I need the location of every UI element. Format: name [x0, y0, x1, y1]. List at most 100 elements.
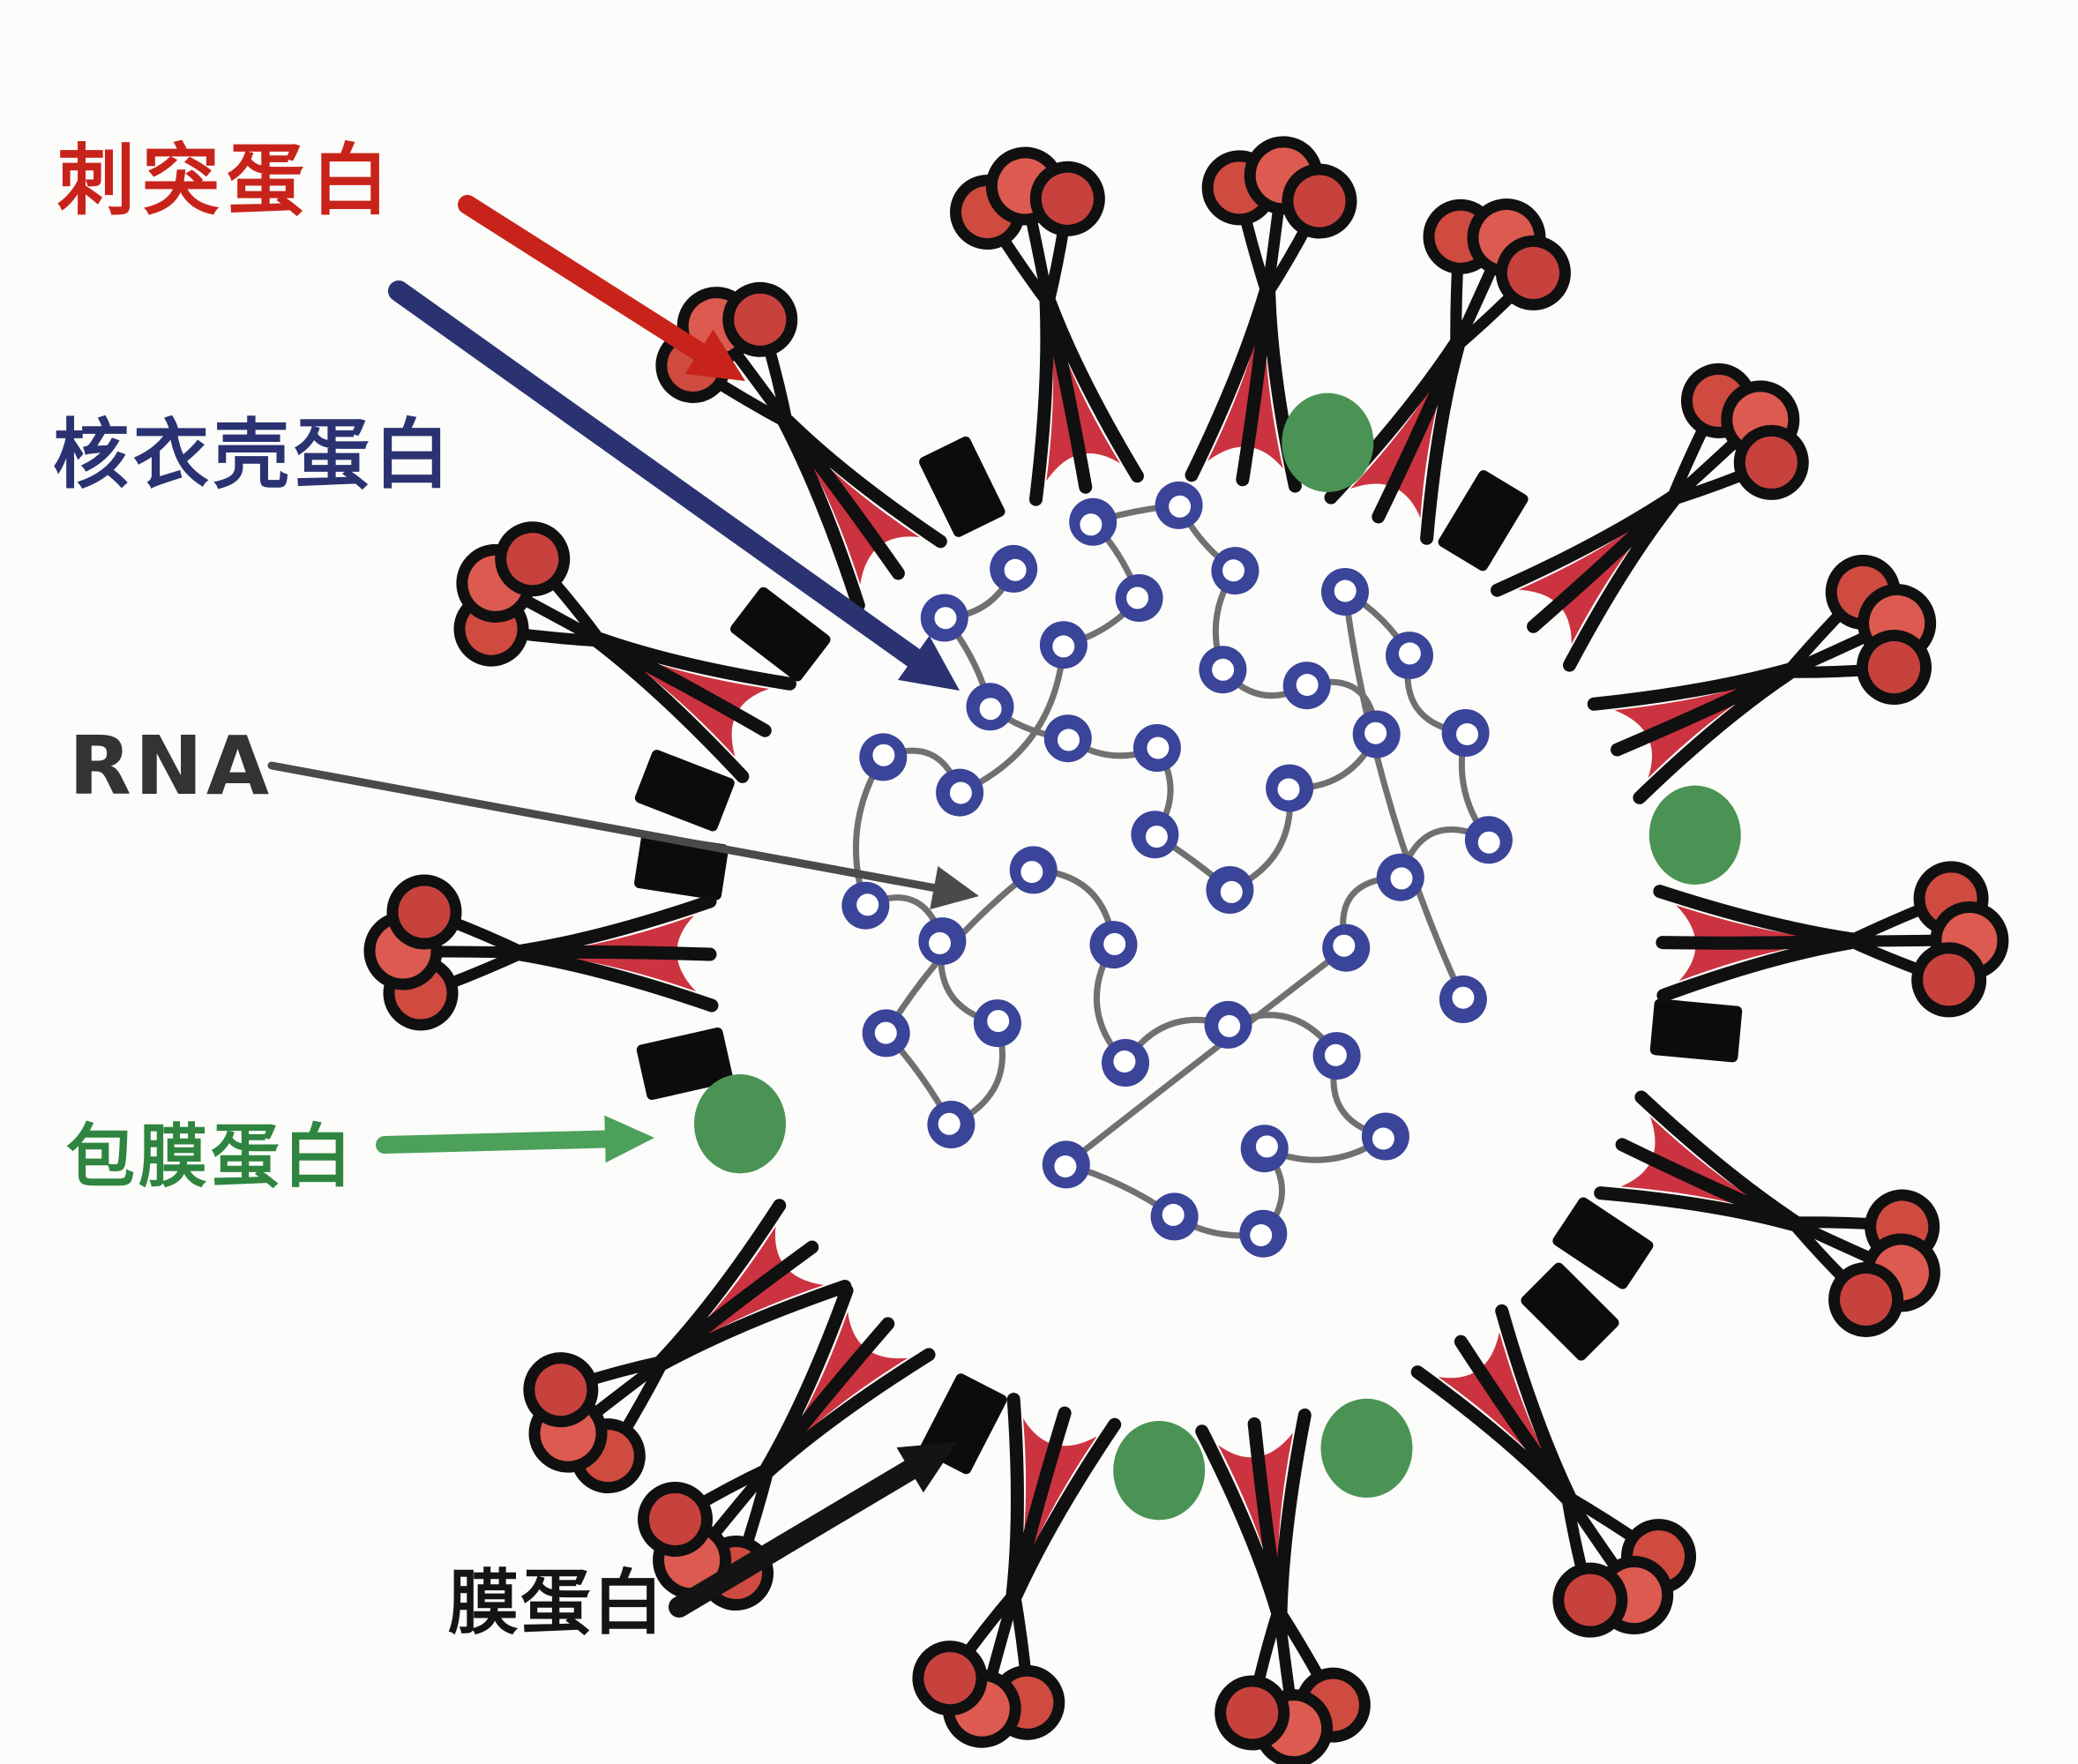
nucleocapsid-bead-core [1147, 736, 1170, 759]
membrane-protein-arrow [669, 1442, 957, 1618]
rna-arrow [267, 761, 979, 910]
membrane-protein-label: 膜蛋白 [448, 1562, 665, 1644]
spike-head-ball [638, 1482, 714, 1558]
envelope-protein-dot [694, 1074, 786, 1174]
spike-head-ball [1911, 942, 1987, 1018]
annotation-labels: 刺突蛋白 核衣壳蛋白 RNA 包膜蛋白 膜蛋白 [53, 135, 665, 1644]
nucleocapsid-bead-core [1080, 513, 1103, 536]
spike-leg [1420, 340, 1465, 545]
envelope-protein-arrow-shaft [376, 1130, 614, 1154]
spike-leg [781, 414, 947, 549]
envelope-protein-dot [1282, 392, 1374, 492]
spike-protein [1410, 1304, 1697, 1638]
membrane-block [1649, 998, 1743, 1063]
nucleocapsid-bead-core [1250, 1224, 1273, 1246]
spike-leg [1195, 1424, 1284, 1618]
nucleocapsid-bead-core [1477, 831, 1500, 854]
nucleocapsid-bead-core [874, 1021, 897, 1044]
envelope-protein-arrow [376, 1115, 654, 1163]
spike-protein [1324, 198, 1571, 545]
spike-leg [760, 1283, 854, 1475]
envelope-protein-dot [1320, 1398, 1413, 1499]
spike-protein [912, 1393, 1122, 1748]
membrane-block [1438, 470, 1529, 572]
nucleocapsid-bead-core [1277, 778, 1300, 801]
envelope-protein-dot [1648, 785, 1741, 885]
nucleocapsid-bead-core [1212, 658, 1235, 681]
spike-head-ball [1495, 235, 1571, 310]
spike-leg [1633, 667, 1796, 804]
nucleocapsid-bead-core [1324, 1043, 1347, 1066]
nucleocapsid-bead-core [1220, 880, 1243, 903]
nucleocapsid-bead-core [1218, 1014, 1241, 1037]
nucleocapsid-bead-core [1398, 642, 1421, 665]
nucleocapsid-bead-core [1390, 867, 1413, 890]
spike-head-ball [1733, 424, 1809, 500]
spike-protein [1653, 861, 2009, 1018]
spike-protein-arrow-head [684, 329, 745, 381]
nucleocapsid-bead-core [1054, 1155, 1077, 1177]
spike-head-ball [1215, 1675, 1290, 1751]
nucleocapsid-beads [841, 481, 1513, 1258]
spike-protein [523, 1199, 852, 1494]
membrane-block [1552, 1197, 1654, 1289]
spike-protein-arrow [458, 195, 745, 381]
spike-protein [1491, 363, 1809, 672]
membrane-block [919, 436, 1005, 537]
spike-protein-arrow-shaft [458, 195, 709, 362]
nucleocapsid-bead-core [1372, 1127, 1394, 1150]
membrane-block [636, 1027, 734, 1101]
nucleocapsid-bead-core [1162, 1203, 1185, 1226]
nucleocapsid-bead-core [938, 1112, 961, 1135]
envelope-protein-label: 包膜蛋白 [66, 1117, 355, 1197]
nucleocapsid-protein-arrow-head [898, 635, 960, 691]
spike-leg [1562, 494, 1680, 672]
nucleocapsid-bead-core [934, 607, 957, 630]
membrane-block [730, 587, 831, 682]
spike-head-ball [495, 521, 571, 597]
rna-strand-segment [1063, 945, 1349, 1168]
spike-stem-core [1349, 348, 1455, 519]
nucleocapsid-bead-core [979, 698, 1002, 721]
spike-head-ball [1552, 1562, 1628, 1638]
spike-head-ball [1828, 1261, 1904, 1337]
spike-protein [638, 1283, 936, 1611]
spike-stem-core [1614, 672, 1786, 779]
spike-protein [1594, 1090, 1940, 1337]
spike-leg [1656, 936, 1857, 1003]
nucleocapsid-bead-core [1020, 861, 1043, 884]
nucleocapsid-protein-label: 核衣壳蛋白 [53, 411, 454, 499]
nucleocapsid-bead-core [1004, 558, 1027, 581]
nucleocapsid-bead-core [1222, 559, 1245, 582]
membrane-protein-arrow-shaft [669, 1459, 921, 1618]
spike-head-ball [1282, 163, 1357, 239]
membrane-block [1521, 1262, 1619, 1361]
nucleocapsid-bead-core [1333, 934, 1356, 957]
nucleocapsid-bead-core [1255, 1135, 1278, 1158]
nucleocapsid-bead-core [1145, 826, 1168, 848]
spike-stem-core [1015, 1418, 1097, 1592]
nucleocapsid-bead-core [1456, 723, 1478, 745]
spike-protein [1185, 136, 1357, 493]
spike-protein [363, 874, 719, 1031]
spike-protein [950, 146, 1144, 506]
nucleocapsid-bead-core [1169, 495, 1192, 518]
nucleocapsid-bead-core [856, 893, 879, 916]
spike-stem-core [1620, 1116, 1791, 1222]
nucleocapsid-bead-core [1296, 674, 1319, 696]
envelope-protein-dot [1113, 1421, 1206, 1521]
spike-head-ball [722, 281, 798, 357]
rna-arrow-head [930, 866, 979, 910]
nucleocapsid-bead-core [1364, 721, 1387, 744]
spike-leg [594, 632, 796, 691]
spike-stem-core [1046, 305, 1121, 482]
spike-leg [1594, 1186, 1799, 1231]
spike-head-ball [1856, 630, 1932, 706]
nucleocapsid-bead-core [1052, 635, 1075, 658]
rna-label: RNA [69, 719, 273, 813]
spike-head-ball [386, 874, 462, 950]
spike-protein-label: 刺突蛋白 [57, 135, 396, 226]
rna-arrow-shaft [267, 761, 938, 893]
